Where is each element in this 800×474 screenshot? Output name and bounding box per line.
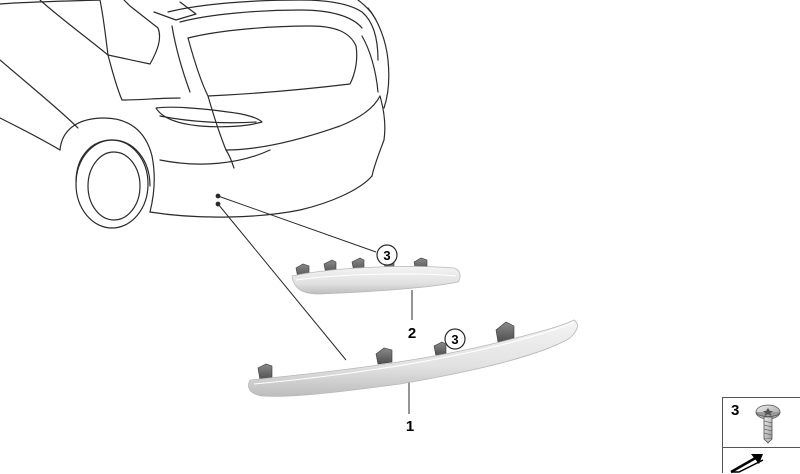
leader-lines	[217, 195, 413, 414]
legend-divider	[723, 447, 800, 448]
legend-item-number: 3	[731, 402, 740, 419]
diagonal-arrow-icon[interactable]	[729, 450, 773, 474]
part-1-clips	[257, 321, 515, 381]
torx-screw-icon	[755, 404, 781, 444]
part-1-reflector-long	[248, 319, 578, 397]
callout-3-lower-label: 3	[451, 332, 458, 347]
callout-2-label[interactable]: 2	[408, 325, 416, 342]
part-2-reflector-short	[291, 257, 461, 295]
callout-3-upper[interactable]: 3	[376, 244, 398, 266]
callout-3-lower[interactable]: 3	[444, 328, 466, 350]
callout-3-upper-label: 3	[383, 248, 390, 263]
vehicle-rear-outline	[0, 0, 390, 229]
callout-1-label[interactable]: 1	[406, 418, 414, 435]
parts-legend-box: 3	[722, 397, 800, 474]
